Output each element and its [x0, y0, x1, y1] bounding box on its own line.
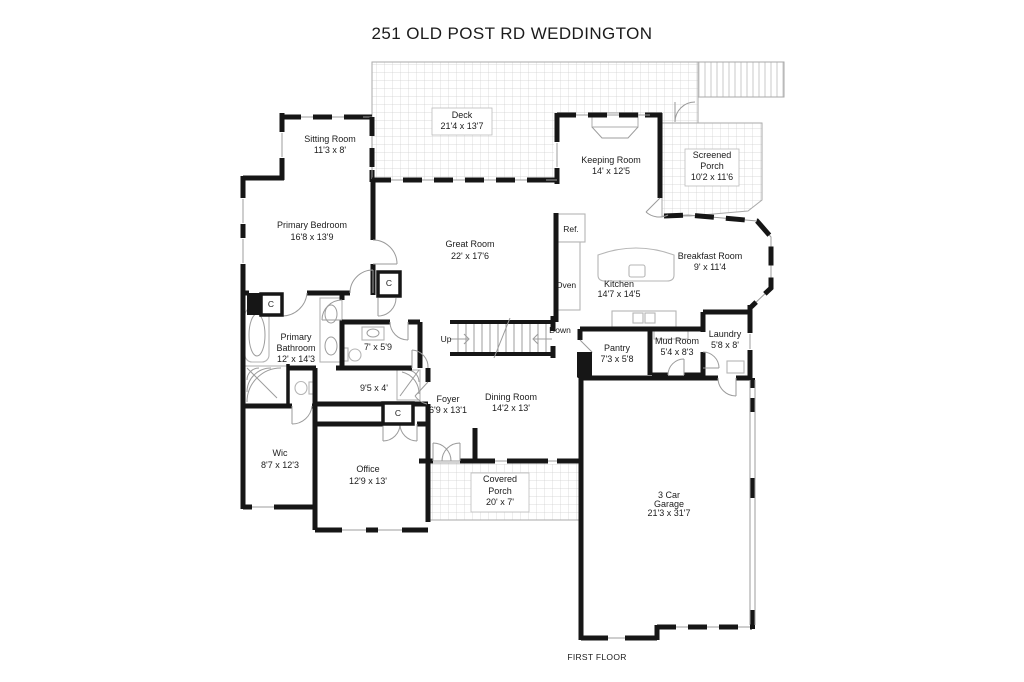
kitchen-counter-south: [611, 310, 677, 328]
deck-surface: [371, 61, 699, 181]
kitchen-sink-icon: [632, 312, 644, 324]
label-boxes: [431, 107, 740, 513]
toilet-icon: [348, 348, 362, 362]
up-arrow: [450, 333, 470, 345]
fridge-icon: [557, 213, 586, 243]
sink-icon: [324, 304, 338, 324]
closet-box: [376, 270, 402, 298]
label-box-deck: [431, 107, 493, 136]
fixtures: [244, 112, 745, 405]
closet-box: [381, 401, 415, 426]
annotation-closet-c3: C: [395, 408, 401, 418]
breakfast-bay-windows: [663, 212, 774, 309]
stairs: [450, 317, 553, 359]
laundry-appliance: [726, 360, 745, 374]
dashed-walls: [282, 112, 774, 630]
wc-sink-bowl: [366, 328, 380, 338]
wc-sink: [361, 326, 385, 341]
island-sink-icon: [628, 264, 646, 278]
room-label-hall-95x4: 9'5 x 4': [360, 383, 388, 393]
label-box-covered-porch: [470, 472, 530, 513]
vanity-counter: [319, 297, 343, 363]
floor-label: FIRST FLOOR: [567, 652, 627, 662]
kitchen-sink-icon: [644, 312, 656, 324]
kitchen-counter: [557, 241, 581, 311]
room-label-closet-7x59: 7' x 5'9: [364, 342, 392, 352]
annotation-closet-c2: C: [386, 278, 392, 288]
deck-steps-surface: [697, 61, 785, 98]
annotation-oven: Oven: [556, 280, 577, 290]
back-arrow: [532, 333, 552, 345]
fireplace-hearth: [591, 126, 639, 139]
closet-box: [259, 292, 284, 317]
windows: [240, 132, 756, 641]
annotation-closet-c1: C: [268, 299, 274, 309]
annotation-down: Down: [549, 325, 571, 335]
annotation-ref: Ref.: [563, 224, 579, 234]
solid-blocks: [247, 270, 592, 426]
label-box-screened-porch: [684, 148, 740, 187]
plan-title: 251 OLD POST RD WEDDINGTON: [371, 24, 653, 43]
shower-fan: [246, 367, 282, 403]
sink-icon: [324, 336, 338, 356]
doors: [281, 101, 737, 462]
annotation-up: Up: [441, 334, 452, 344]
shower-icon: [244, 365, 289, 405]
toilet-icon: [294, 380, 308, 396]
